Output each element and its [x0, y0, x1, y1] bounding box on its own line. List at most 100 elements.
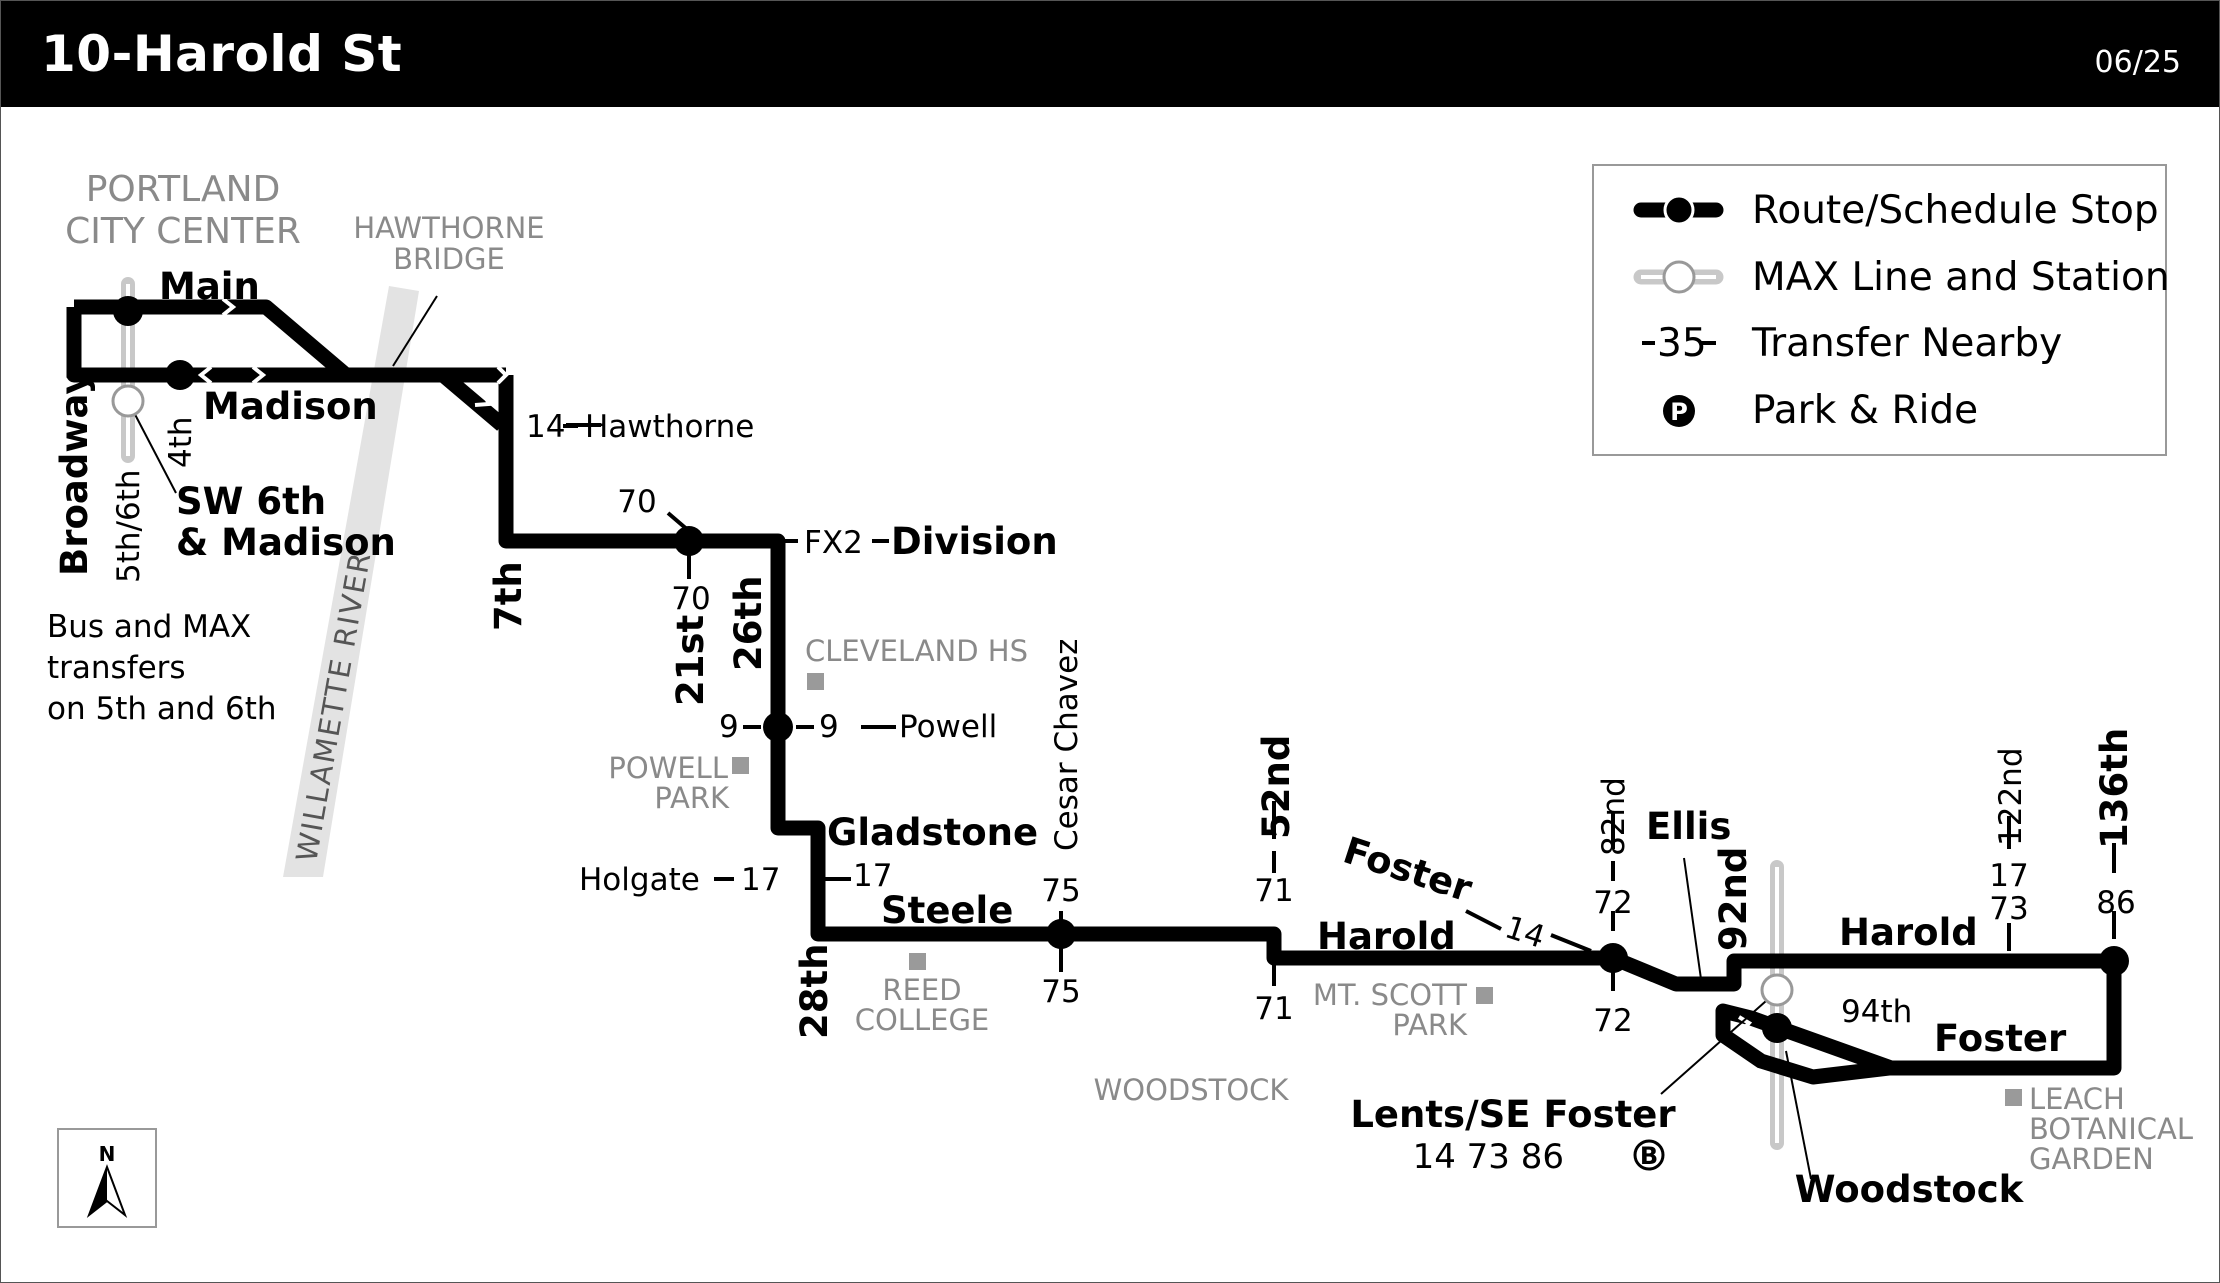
stop-main — [113, 296, 143, 326]
woodstock-area-label: WOODSTOCK — [1094, 1073, 1290, 1107]
mt-scott-park-marker — [1476, 987, 1493, 1004]
stop-94th — [1762, 1013, 1792, 1043]
city-center-label-2: CITY CENTER — [65, 211, 301, 252]
street-26th: 26th — [727, 575, 770, 671]
powell-park-marker — [732, 757, 749, 774]
reed-college-label-2: COLLEGE — [855, 1003, 990, 1037]
street-ellis: Ellis — [1646, 805, 1731, 848]
transfer-14-hawthorne: 14 — [526, 409, 565, 445]
reed-college-marker — [909, 953, 926, 970]
street-7th: 7th — [487, 561, 530, 631]
legend: Route/Schedule Stop MAX Line and Station… — [1592, 164, 2170, 456]
leader-lines — [127, 295, 1812, 1180]
willamette-river — [283, 286, 419, 877]
hawthorne-bridge-label-2: BRIDGE — [393, 242, 505, 276]
lents-routes: 14 73 86 — [1413, 1137, 1564, 1177]
transfer-72-bottom: 72 — [1593, 1003, 1632, 1039]
max-station-sw6 — [111, 384, 145, 418]
route-stops — [113, 296, 2129, 1043]
city-center-label-1: PORTLAND — [86, 169, 281, 210]
sw6-madison-label-1: SW 6th — [176, 480, 326, 523]
legend-park-ride-letter: P — [1670, 398, 1688, 426]
lents-park-symbol — [1633, 1139, 1665, 1171]
street-5th-6th: 5th/6th — [111, 470, 147, 584]
map-date: 06/25 — [2094, 45, 2181, 80]
transfer-9-right: 9 — [819, 709, 839, 745]
transfer-9-left: 9 — [719, 709, 739, 745]
cleveland-hs-marker — [807, 673, 824, 690]
transfer-70-top: 70 — [617, 484, 656, 520]
note-line-3: on 5th and 6th — [47, 691, 277, 727]
transfer-17-right: 17 — [853, 858, 892, 894]
note-line-1: Bus and MAX — [47, 609, 251, 645]
reed-college-label-1: REED — [882, 973, 961, 1007]
powell-park-label-1: POWELL — [608, 751, 728, 785]
street-136th: 136th — [2093, 728, 2136, 849]
street-4th: 4th — [163, 416, 199, 468]
street-main: Main — [159, 265, 260, 308]
stop-labels: SW 6th & Madison Lents/SE Foster 14 73 8… — [176, 480, 2025, 1211]
legend-park-ride-label: Park & Ride — [1752, 388, 1978, 433]
street-94th: 94th — [1841, 994, 1912, 1030]
transfer-labels: 14 Hawthorne 70 70 FX2 Division 9 9 Powe… — [526, 409, 2136, 1039]
stop-21st-division — [674, 526, 704, 556]
street-foster-east: Foster — [1934, 1017, 2067, 1060]
transfer-fx2: FX2 — [804, 525, 863, 561]
max-station-lents — [1760, 973, 1794, 1007]
leach-garden-marker — [2005, 1089, 2022, 1106]
division-name: Division — [891, 520, 1058, 563]
powell-name: Powell — [899, 709, 997, 745]
legend-transfer-label: Transfer Nearby — [1751, 321, 2062, 366]
note-line-2: transfers — [47, 650, 186, 686]
legend-park-ride-icon — [1663, 395, 1695, 427]
legend-max-label: MAX Line and Station — [1752, 255, 2170, 300]
legend-route-label: Route/Schedule Stop — [1752, 188, 2159, 233]
leach-label-1: LEACH — [2029, 1082, 2125, 1116]
street-82nd: 82nd — [1596, 777, 1632, 856]
transfer-71-top: 71 — [1254, 873, 1293, 909]
route-title: 10-Harold St — [41, 25, 403, 83]
street-broadway: Broadway — [53, 371, 96, 576]
stop-madison — [165, 360, 195, 390]
sw6-madison-label-2: & Madison — [176, 521, 396, 564]
holgate-name: Holgate — [579, 862, 700, 898]
street-madison: Madison — [203, 385, 378, 428]
stop-136th — [2099, 946, 2129, 976]
lents-label: Lents/SE Foster — [1350, 1093, 1676, 1136]
street-harold-west: Harold — [1317, 915, 1456, 958]
street-52nd: 52nd — [1255, 735, 1298, 839]
legend-max-icon — [1662, 260, 1696, 294]
transfer-17-left: 17 — [741, 862, 780, 898]
street-steele: Steele — [881, 889, 1013, 932]
transfer-75-top: 75 — [1041, 873, 1080, 909]
legend-transfer-sample: 35 — [1657, 321, 1707, 366]
legend-stop-icon — [1663, 194, 1695, 226]
transfer-86: 86 — [2096, 885, 2135, 921]
max-stations — [111, 384, 1794, 1007]
woodstock-stop-label: Woodstock — [1795, 1168, 2025, 1211]
direction-arrows — [197, 297, 1753, 1034]
mt-scott-label-1: MT. SCOTT — [1313, 978, 1467, 1012]
north-compass: N — [57, 1128, 157, 1228]
stop-26th-powell — [763, 712, 793, 742]
stop-82nd — [1598, 943, 1628, 973]
street-cesar-chavez: Cesar Chavez — [1049, 639, 1085, 851]
compass-n-label: N — [99, 1142, 116, 1166]
transfer-73-122nd: 73 — [1989, 891, 2028, 927]
transfer-75-bottom: 75 — [1041, 974, 1080, 1010]
hawthorne-name: Hawthorne — [585, 409, 754, 445]
header-bar: 10-Harold St 06/25 — [1, 1, 2219, 107]
landmarks — [732, 673, 2022, 1106]
cleveland-hs-label: CLEVELAND HS — [805, 634, 1028, 668]
lents-symbol-letter: B — [1640, 1142, 1658, 1170]
stop-cesar-chavez — [1046, 919, 1076, 949]
transfer-note: Bus and MAX transfers on 5th and 6th — [47, 609, 277, 727]
route-map: PORTLAND CITY CENTER HAWTHORNE BRIDGE WI… — [47, 164, 2193, 1228]
leach-label-3: GARDEN — [2029, 1142, 2154, 1176]
street-gladstone: Gladstone — [827, 811, 1038, 854]
street-foster-west: Foster — [1338, 829, 1478, 911]
transfer-70-bottom: 70 — [671, 581, 710, 617]
street-21st: 21st — [669, 615, 712, 706]
transfer-ticks — [566, 423, 2116, 991]
